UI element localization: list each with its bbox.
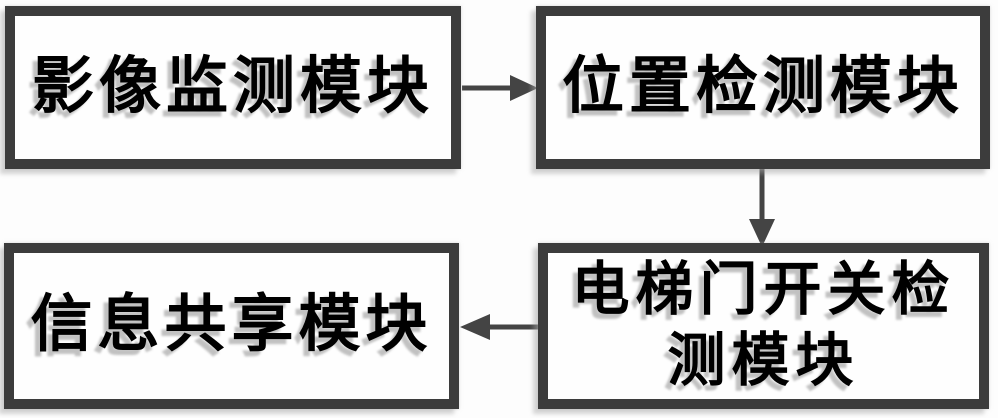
arrow-image-to-position-icon <box>462 75 538 101</box>
arrow-position-to-door-icon <box>749 169 775 247</box>
module-label-elevator-door-detection: 电梯门开关检测模块 <box>571 257 956 393</box>
module-label-information-sharing: 信息共享模块 <box>30 291 433 360</box>
module-box-information-sharing: 信息共享模块 <box>4 243 459 409</box>
module-label-position-detection: 位置检测模块 <box>561 52 964 121</box>
module-label-image-monitoring: 影像监测模块 <box>31 52 434 121</box>
module-box-position-detection: 位置检测模块 <box>536 6 990 169</box>
module-box-image-monitoring: 影像监测模块 <box>5 6 461 169</box>
arrow-door-to-info-icon <box>460 314 538 340</box>
module-box-elevator-door-detection: 电梯门开关检测模块 <box>538 243 989 409</box>
